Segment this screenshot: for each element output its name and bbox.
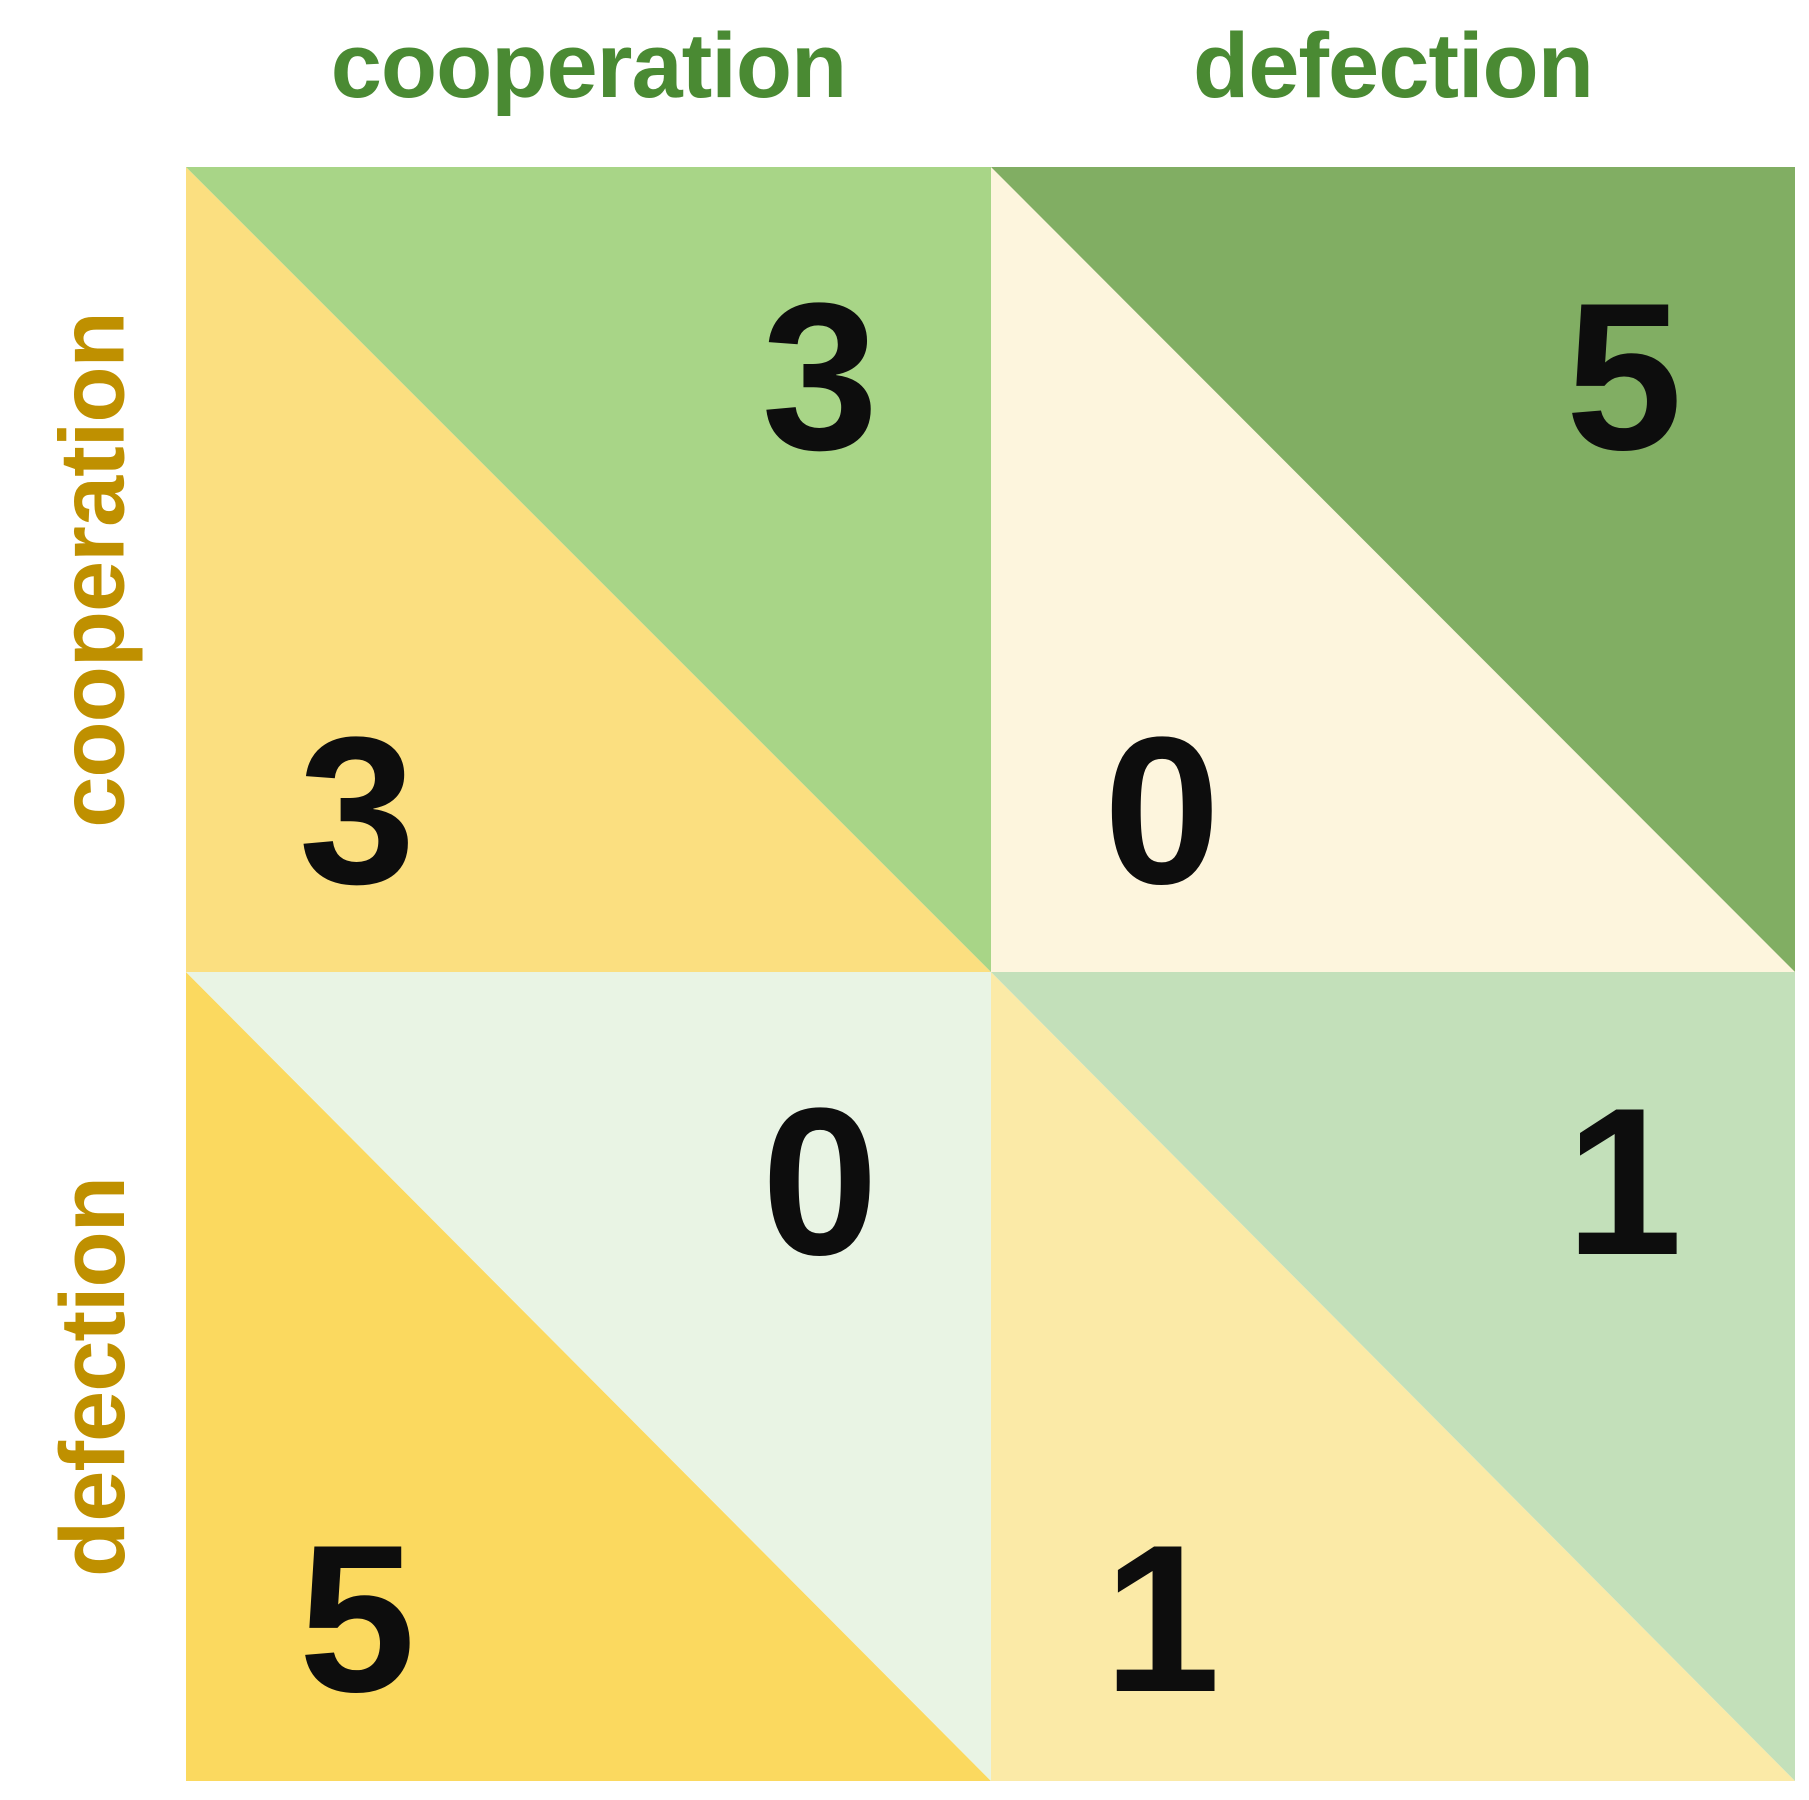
row-payoff-value: 3	[298, 692, 416, 928]
column-payoff-value: 3	[761, 258, 879, 494]
matrix-cell-cooperation-defection[interactable]: 5 0	[991, 167, 1795, 972]
column-payoff-value: 1	[1565, 1064, 1683, 1300]
matrix-cell-defection-cooperation[interactable]: 0 5	[186, 972, 991, 1781]
column-header-cooperation: cooperation	[186, 6, 991, 126]
matrix-cell-defection-defection[interactable]: 1 1	[991, 972, 1795, 1781]
column-header-defection: defection	[991, 6, 1795, 126]
column-payoff-value: 5	[1565, 258, 1683, 494]
column-header-label: defection	[1193, 15, 1594, 117]
row-header-label: defection	[42, 1176, 144, 1577]
matrix-cell-cooperation-cooperation[interactable]: 3 3	[186, 167, 991, 972]
row-payoff-value: 1	[1103, 1501, 1221, 1737]
row-header-cooperation: cooperation	[0, 167, 186, 972]
matrix-body: 3 3 5 0 0 5 1 1	[186, 167, 1795, 1781]
row-header-defection: defection	[0, 972, 186, 1781]
column-header-label: cooperation	[330, 15, 847, 117]
row-payoff-value: 0	[1103, 692, 1221, 928]
row-payoff-value: 5	[298, 1501, 416, 1737]
row-header-label: cooperation	[42, 311, 145, 828]
column-payoff-value: 0	[761, 1064, 879, 1300]
